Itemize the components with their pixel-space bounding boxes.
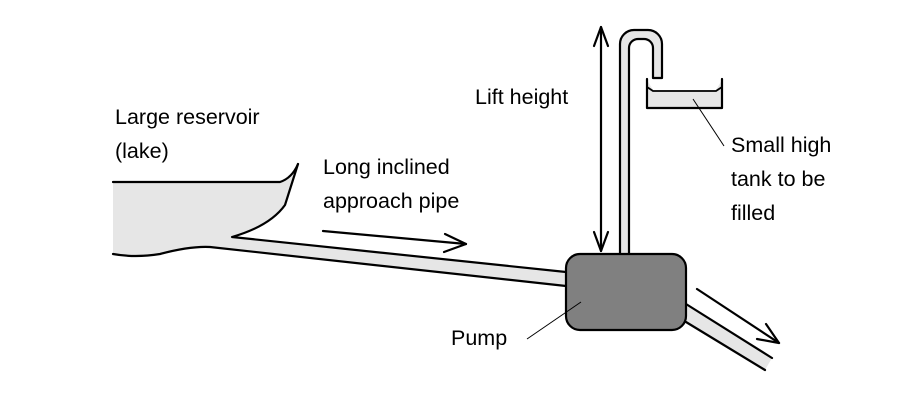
pump-body (564, 252, 688, 332)
approach-pipe-label: Long inclined approach pipe (323, 155, 459, 213)
outlet-flow-arrow (695, 287, 781, 345)
reservoir-bottom (111, 245, 568, 288)
riser-pipe (618, 28, 664, 258)
pump-leader-line (526, 301, 582, 340)
outlet-pipe-bottom-edge (684, 320, 767, 372)
lift-height-label: Lift height (475, 85, 568, 109)
tank-water-surface (646, 86, 723, 92)
approach-flow-arrow (321, 229, 468, 254)
outlet-pipe (686, 304, 772, 370)
reservoir-shore (230, 162, 568, 274)
outlet-pipe-top-edge (684, 302, 774, 360)
pump-label: Pump (451, 326, 507, 350)
reservoir-surface (111, 162, 300, 184)
reservoir-label: Large reservoir (lake) (115, 105, 266, 163)
reservoir-water (113, 164, 566, 286)
tank-label: Small high tank to be filled (731, 133, 837, 225)
lift-height-arrow (592, 25, 610, 253)
tank-water (647, 80, 722, 108)
reservoir (111, 162, 568, 288)
high-tank (645, 77, 724, 110)
tank-outline (645, 77, 724, 110)
tank-leader-line (692, 98, 725, 147)
